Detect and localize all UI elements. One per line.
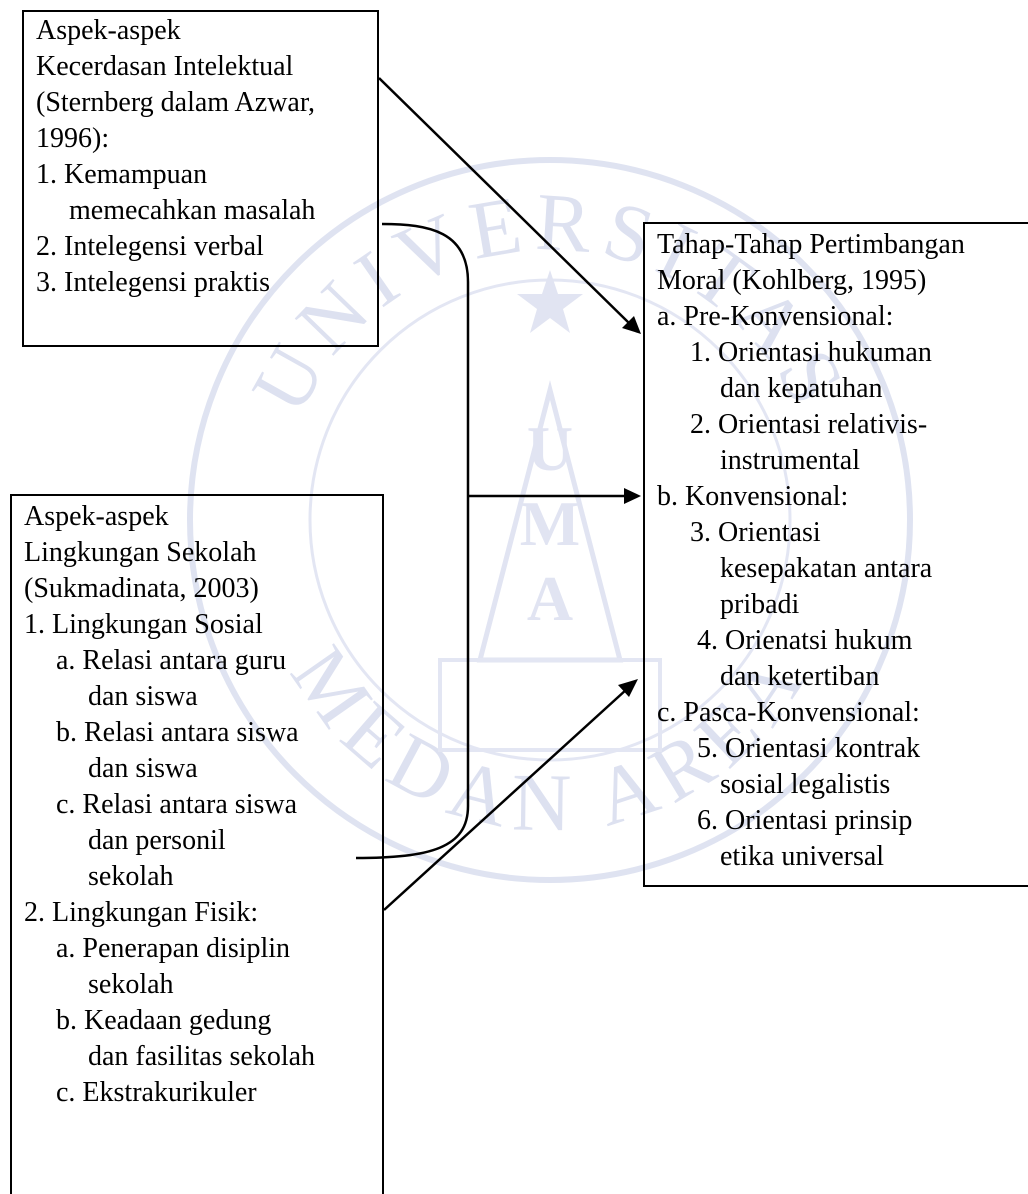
watermark-star-icon (517, 270, 583, 333)
moral-box-title-line-2: Moral (Kohlberg, 1995) (657, 265, 927, 296)
school-item-2a: a. Penerapan disiplin (56, 933, 291, 964)
moral-stage-3: 3. Orientasi (690, 517, 821, 548)
watermark-letter-u: U (527, 413, 573, 484)
arrowhead-school-to-moral (618, 679, 638, 697)
moral-stage-3-cont-1: kesepakatan antara (720, 553, 933, 584)
school-item-1b-cont: dan siswa (88, 753, 198, 784)
arrow-iq-to-moral (378, 77, 631, 325)
iq-box-title-line-2: Kecerdasan Intelektual (36, 51, 294, 82)
moral-stages-box (643, 222, 1028, 887)
moral-stage-4: 4. Orienatsi hukum (697, 625, 913, 656)
moral-level-b: b. Konvensional: (657, 481, 849, 512)
school-box-title-line-1: Aspek-aspek (24, 501, 169, 532)
watermark-emblem: UNIVERSITAS MEDAN AREA U M A (187, 157, 913, 883)
school-item-1c-cont-2: sekolah (88, 861, 174, 892)
bracket-joining-iq-and-school (355, 222, 470, 860)
school-item-1: 1. Lingkungan Sosial (24, 609, 263, 640)
watermark-book-base (438, 658, 662, 752)
moral-stage-2-cont: instrumental (720, 445, 860, 476)
moral-stage-2: 2. Orientasi relativis- (690, 409, 928, 440)
school-item-2: 2. Lingkungan Fisik: (24, 897, 259, 928)
watermark-letter-m: M (520, 488, 580, 559)
moral-stage-5-cont: sosial legalistis (720, 769, 891, 800)
watermark-outer-ring (187, 157, 913, 883)
school-item-1a-cont: dan siswa (88, 681, 198, 712)
iq-box-title-line-4: 1996): (36, 123, 110, 154)
moral-level-a: a. Pre-Konvensional: (657, 301, 894, 332)
moral-stage-1: 1. Orientasi hukuman (690, 337, 932, 368)
moral-stage-3-cont-2: pribadi (720, 589, 800, 620)
school-item-1b: b. Relasi antara siswa (56, 717, 299, 748)
school-item-1a: a. Relasi antara guru (56, 645, 287, 676)
school-box-title-line-2: Lingkungan Sekolah (24, 537, 257, 568)
moral-stage-5: 5. Orientasi kontrak (697, 733, 921, 764)
school-environment-box (10, 494, 384, 1194)
arrow-school-to-moral (383, 688, 628, 911)
moral-stage-4-cont: dan ketertiban (720, 661, 880, 692)
iq-box-title-line-3: (Sternberg dalam Azwar, (36, 87, 316, 118)
iq-box-title-line-1: Aspek-aspek (36, 15, 181, 46)
school-item-2b-cont: dan fasilitas sekolah (88, 1041, 316, 1072)
school-item-1c: c. Relasi antara siswa (56, 789, 298, 820)
arrowhead-iq-to-moral (622, 316, 641, 334)
iq-item-3: 3. Intelegensi praktis (36, 267, 271, 298)
moral-stage-6-cont: etika universal (720, 841, 885, 872)
iq-item-1-cont: memecahkan masalah (69, 195, 316, 226)
moral-level-c: c. Pasca-Konvensional: (657, 697, 920, 728)
watermark-letter-a: A (527, 563, 573, 634)
iq-item-1: 1. Kemampuan (36, 159, 208, 190)
moral-box-title-line-1: Tahap-Tahap Pertimbangan (657, 229, 965, 260)
school-item-1c-cont-1: dan personil (88, 825, 226, 856)
iq-aspects-box (22, 10, 379, 347)
iq-item-2: 2. Intelegensi verbal (36, 231, 264, 262)
moral-stage-6: 6. Orientasi prinsip (697, 805, 913, 836)
school-item-2b: b. Keadaan gedung (56, 1005, 272, 1036)
moral-stage-1-cont: dan kepatuhan (720, 373, 883, 404)
arrowhead-combined-to-moral (624, 488, 641, 504)
school-item-2c: c. Ekstrakurikuler (56, 1077, 257, 1108)
school-item-2a-cont: sekolah (88, 969, 174, 1000)
school-box-title-line-3: (Sukmadinata, 2003) (24, 573, 259, 604)
